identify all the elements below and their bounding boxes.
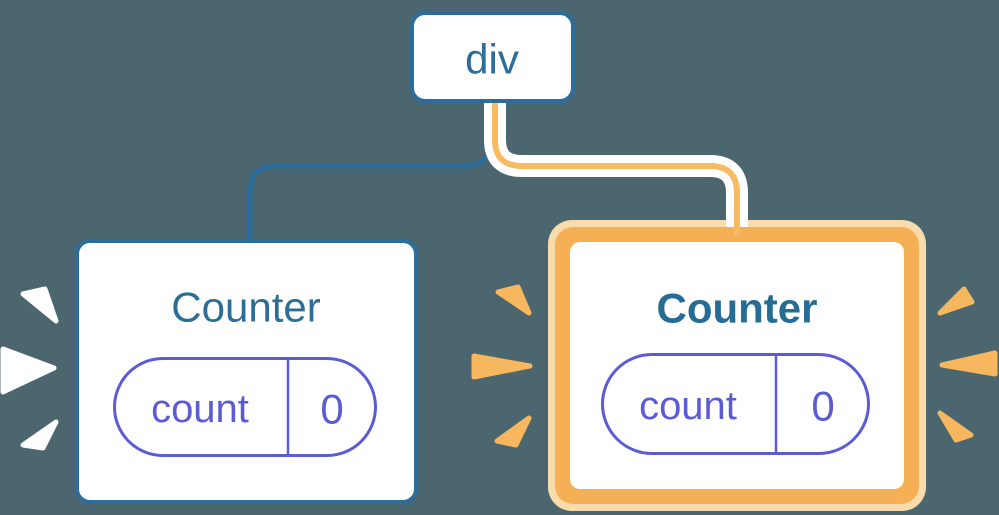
left-counter-node: Counter count 0	[75, 239, 418, 504]
left-counter-title: Counter	[171, 284, 320, 331]
burst-ray-bottom-icon	[20, 419, 59, 451]
burst-ray-middle-icon	[0, 346, 57, 395]
left-counter-state-pill: count 0	[113, 357, 377, 457]
state-value-label: 0	[811, 383, 834, 430]
burst-ray-middle-icon	[471, 353, 533, 380]
burst-ray-bottom-icon	[494, 415, 532, 448]
right-counter-title: Counter	[657, 285, 818, 332]
state-value-label: 0	[320, 386, 343, 433]
right-counter-content: Counter count 0	[601, 285, 870, 455]
state-key-label: count	[151, 387, 249, 431]
left-counter-burst-rays-icon	[0, 286, 59, 451]
burst-ray-top-icon	[495, 284, 532, 316]
state-key-label: count	[639, 384, 737, 428]
state-pill-outline	[601, 353, 870, 455]
burst-ray-top-icon	[20, 286, 59, 324]
root-div-label: div	[465, 36, 519, 83]
right-counter-left-burst-rays-icon	[471, 284, 533, 448]
right-counter-right-burst-rays-icon	[937, 286, 998, 443]
root-div-node: div	[410, 11, 575, 103]
burst-ray-middle-icon	[939, 350, 998, 377]
right-counter-state-pill: count 0	[601, 353, 870, 455]
state-pill-outline	[113, 357, 377, 457]
burst-ray-bottom-icon	[937, 410, 974, 443]
burst-ray-top-icon	[937, 286, 975, 316]
edge-div-to-right-counter	[492, 101, 740, 236]
root-div-box	[410, 11, 575, 103]
